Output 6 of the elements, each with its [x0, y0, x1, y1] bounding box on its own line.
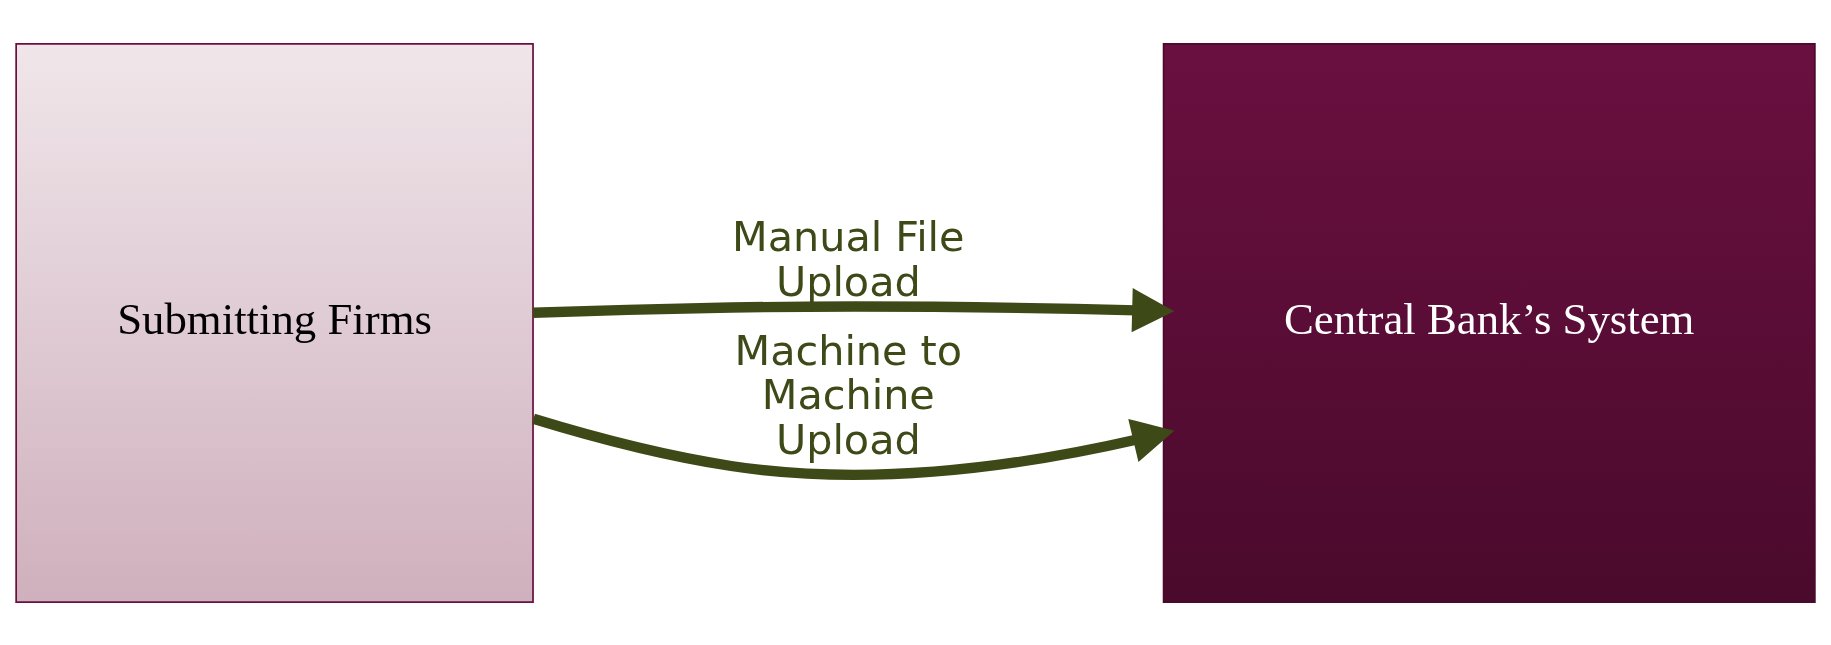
node-box: Submitting Firms: [15, 42, 534, 603]
edge-label: Machine to Machine Upload: [734, 326, 963, 464]
arrow: [531, 413, 1175, 480]
edge-label: Manual File Upload: [732, 212, 965, 306]
node-box: Central Bank’s System: [1162, 42, 1816, 603]
arrow: [532, 287, 1175, 332]
